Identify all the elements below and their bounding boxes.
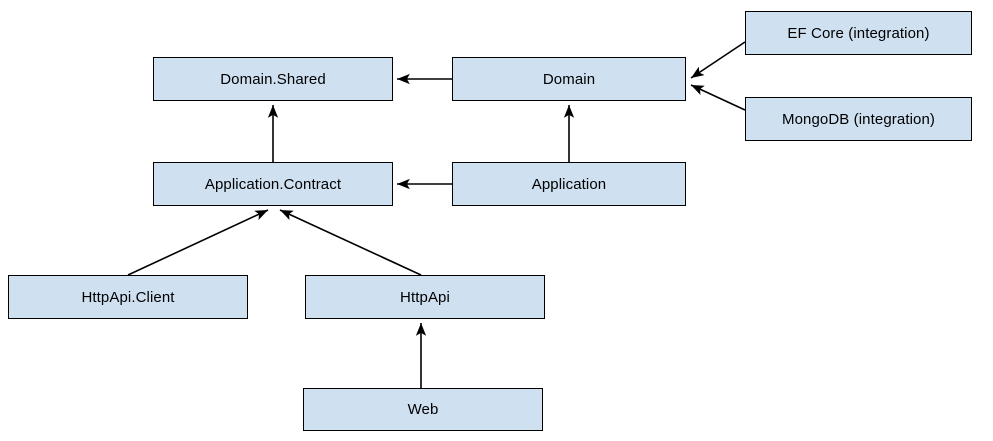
node-label: Application bbox=[531, 175, 607, 193]
node-httpapi[interactable]: HttpApi bbox=[305, 275, 545, 319]
node-web[interactable]: Web bbox=[303, 388, 543, 431]
node-label: HttpApi.Client bbox=[81, 288, 175, 306]
node-ef-core-integration[interactable]: EF Core (integration) bbox=[745, 11, 972, 55]
node-label: HttpApi bbox=[400, 288, 450, 306]
node-domain[interactable]: Domain bbox=[452, 57, 686, 101]
node-label: Domain.Shared bbox=[220, 70, 326, 88]
node-label: Web bbox=[407, 401, 439, 418]
edge-httpapi-client-to-application-contract bbox=[127, 209, 269, 276]
node-label: EF Core (integration) bbox=[787, 24, 930, 42]
edge-httpapi-to-application-contract bbox=[279, 209, 422, 276]
edge-ef-core-to-domain bbox=[690, 41, 746, 79]
edge-mongodb-to-domain bbox=[690, 84, 746, 111]
node-mongodb-integration[interactable]: MongoDB (integration) bbox=[745, 97, 972, 141]
node-label: MongoDB (integration) bbox=[781, 110, 935, 128]
node-domain-shared[interactable]: Domain.Shared bbox=[153, 57, 393, 101]
node-label: Domain bbox=[542, 70, 596, 88]
node-application-contract[interactable]: Application.Contract bbox=[153, 162, 393, 206]
node-httpapi-client[interactable]: HttpApi.Client bbox=[8, 275, 248, 319]
node-application[interactable]: Application bbox=[452, 162, 686, 206]
node-label: Application.Contract bbox=[204, 175, 342, 193]
